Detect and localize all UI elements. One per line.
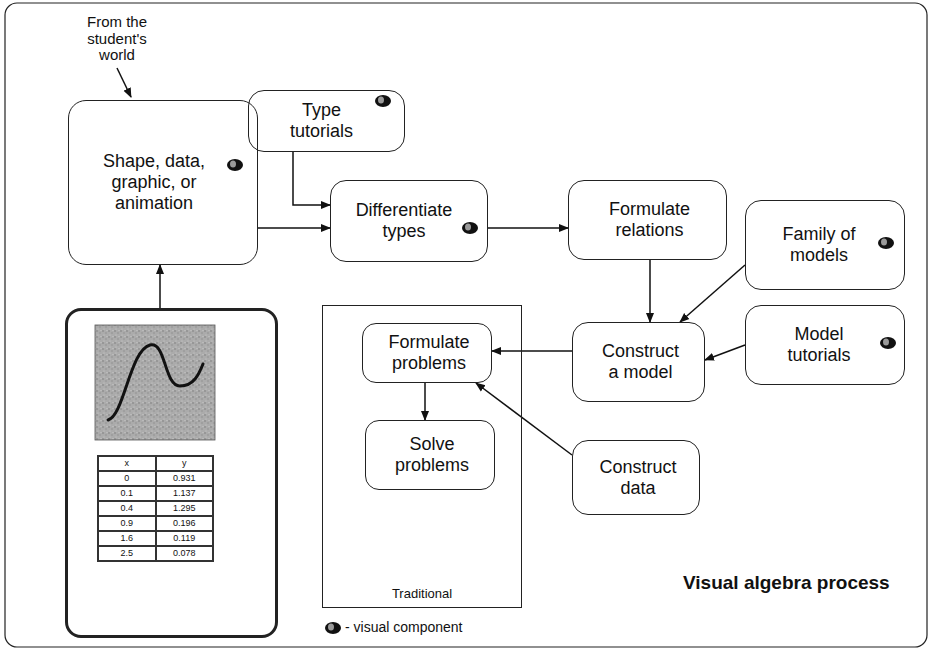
icon-body (880, 337, 896, 349)
icon-body (462, 222, 478, 234)
visual-component-icon (878, 237, 894, 249)
flow-arrow (424, 383, 426, 420)
graph-curve (108, 345, 203, 420)
box-label: Formulate problems (379, 332, 479, 373)
flow-arrow (293, 152, 330, 205)
data-table: xy00.9310.11.1370.41.2950.90.1961.60.119… (97, 455, 214, 562)
leader-arrow (117, 68, 131, 97)
box-label: Differentiate types (347, 200, 462, 241)
outer-frame (5, 3, 927, 647)
visual-component-icon (325, 622, 341, 634)
source-box: Shape, data, graphic, or animation (68, 100, 258, 265)
table-cell: x (98, 456, 156, 471)
table-cell: 0.4 (98, 501, 156, 516)
table-cell: 0.9 (98, 516, 156, 531)
icon-body (227, 159, 243, 171)
graph-picture (95, 325, 215, 440)
flow-arrow (705, 345, 745, 360)
flow-arrow (649, 260, 651, 322)
process-box: Solve problems (365, 420, 495, 490)
table-cell: 2.5 (98, 546, 156, 561)
icon-highlight (465, 224, 471, 231)
source-label: From the student's world (62, 14, 172, 64)
icon-body (375, 95, 391, 107)
table-cell: 0.931 (156, 471, 214, 486)
resource-box: Family of models (745, 200, 905, 290)
legend-text: - visual component (345, 619, 463, 635)
box-label: Type tutorials (282, 100, 362, 141)
table-cell: 0.196 (156, 516, 214, 531)
icon-highlight (230, 161, 236, 168)
table-cell: 0 (98, 471, 156, 486)
table-cell: 0.078 (156, 546, 214, 561)
flow-arrow (476, 383, 572, 455)
box-label: Formulate relations (595, 199, 705, 240)
icon-body (878, 237, 894, 249)
flow-arrow (488, 227, 568, 229)
tutorial-box: Type tutorials (248, 90, 405, 152)
flow-arrow (492, 350, 572, 352)
group-label: Traditional (323, 587, 521, 602)
process-box: Formulate relations (568, 180, 727, 260)
tutorial-box: Model tutorials (745, 305, 905, 385)
process-box: Construct a model (572, 322, 705, 402)
icon-highlight (881, 239, 887, 246)
diagram-title: Visual algebra process (683, 572, 890, 594)
process-box: Differentiate types (330, 180, 488, 262)
flow-arrow (680, 265, 745, 322)
visual-component-icon (880, 337, 896, 349)
data-box: Construct data (572, 440, 700, 515)
table-cell: 0.1 (98, 486, 156, 501)
icon-highlight (378, 97, 384, 104)
flow-arrow (159, 265, 161, 308)
visual-component-icon (462, 222, 478, 234)
table-cell: 0.119 (156, 531, 214, 546)
icon-highlight (883, 339, 889, 346)
visual-component-icon (375, 95, 391, 107)
illustration-box: xy00.9310.11.1370.41.2950.90.1961.60.119… (65, 308, 278, 638)
group-frame: Traditional Formulate problemsSolve probl… (322, 305, 522, 608)
table-cell: 1.295 (156, 501, 214, 516)
box-label: Shape, data, graphic, or animation (94, 151, 214, 213)
process-box: Formulate problems (362, 323, 492, 383)
table-cell: 1.6 (98, 531, 156, 546)
box-label: Solve problems (387, 434, 477, 475)
box-label: Model tutorials (779, 324, 859, 365)
box-label: Construct data (593, 457, 683, 498)
flow-arrow (258, 227, 330, 229)
visual-component-icon (227, 159, 243, 171)
box-label: Family of models (769, 224, 869, 265)
box-label: Construct a model (596, 341, 686, 382)
table-cell: y (156, 456, 214, 471)
table-cell: 1.137 (156, 486, 214, 501)
